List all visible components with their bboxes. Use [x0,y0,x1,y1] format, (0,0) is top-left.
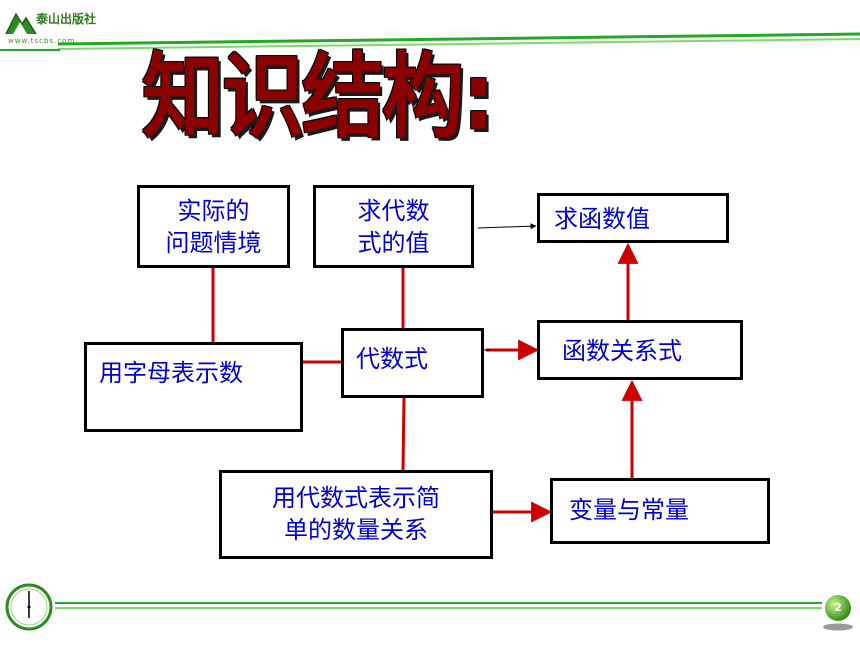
connector-algebraic-relation [401,397,406,471]
node-function-relation-label: 函数关系式 [562,337,682,365]
node-evaluate-expression: 求代数 式的值 [313,185,474,268]
node-simple-quantity-relation: 用代数式表示简 单的数量关系 [219,470,493,559]
arrow-evaluate-function-value [477,223,537,230]
node-function-value: 求函数值 [537,193,729,243]
page-badge-shadow [823,623,853,631]
node-variables-label: 变量与常量 [569,496,689,524]
publisher-url: www.tscbs.com [8,37,76,45]
node-real-situation-line2: 问题情境 [165,229,262,257]
node-function-relation: 函数关系式 [537,320,743,380]
publisher-logo-text: 泰山出版社 [36,12,97,26]
header-rule [0,32,860,51]
node-algebraic-expression: 代数式 [341,328,484,398]
node-real-situation-line1: 实际的 [177,197,250,225]
node-algebraic-label: 代数式 [356,345,428,373]
node-letters-for-numbers: 用字母表示数 [84,342,303,432]
page-number-badge: 2 [825,595,851,621]
node-evaluate-line2: 式的值 [357,229,430,257]
node-simple-relation-line2: 单的数量关系 [284,516,428,544]
clock-icon [5,583,53,631]
node-letters-label: 用字母表示数 [99,359,243,387]
page-title: 知识结构: [142,44,495,151]
footer-rule [55,602,822,609]
node-function-value-label: 求函数值 [554,205,650,233]
node-variables-constants: 变量与常量 [550,478,770,544]
mountain-logo-icon [5,12,37,35]
node-simple-relation-line1: 用代数式表示简 [272,484,440,512]
node-real-situation: 实际的 问题情境 [137,185,290,268]
node-evaluate-line1: 求代数 [357,197,430,225]
